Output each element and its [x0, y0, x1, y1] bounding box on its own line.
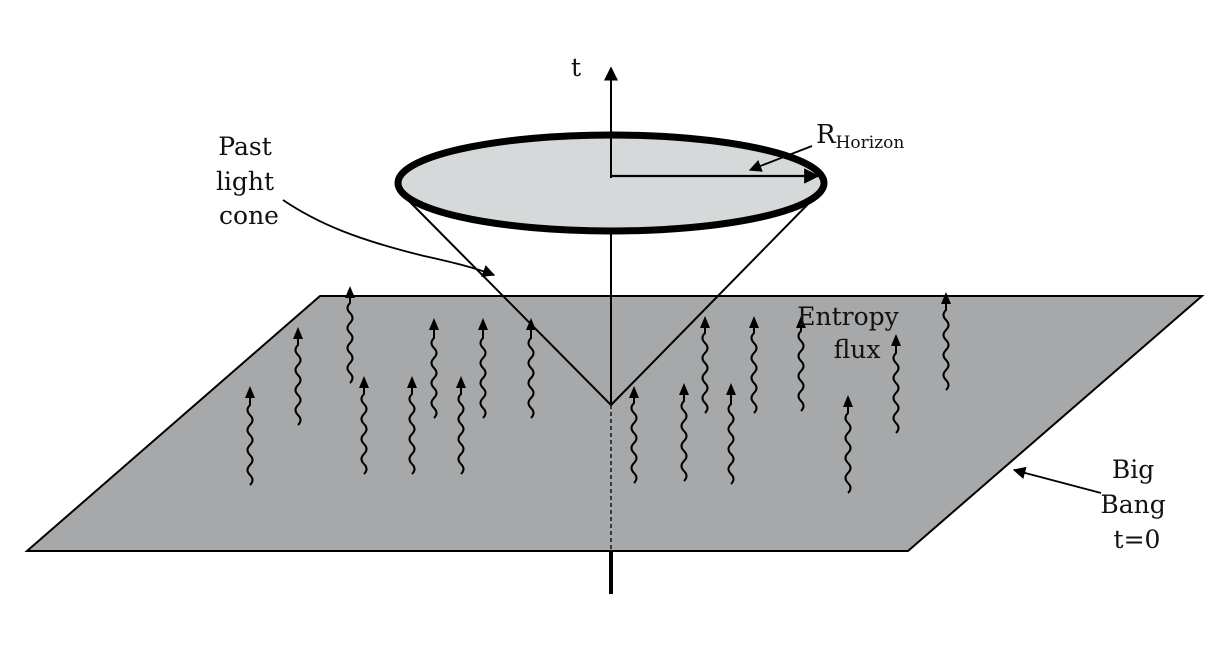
entropy-flux-arrowhead-16 [843, 395, 853, 407]
entropy-flux-arrowhead-13 [700, 316, 710, 328]
big-bang-pointer [1012, 466, 1102, 494]
entropy-flux-arrow-17 [892, 346, 900, 434]
entropy-flux-arrow-6 [457, 388, 465, 475]
entropy-flux-arrow-12 [727, 395, 735, 485]
entropy-flux-arrow-3 [246, 398, 254, 486]
time-axis-label: t [571, 53, 581, 82]
entropy-flux-arrowhead-4 [359, 376, 369, 388]
big-bang-label: Big Bang t=0 [1100, 455, 1173, 554]
entropy-flux-arrow-7 [430, 330, 438, 419]
entropy-flux-arrow-4 [360, 388, 368, 475]
entropy-flux-arrowhead-12 [726, 383, 736, 395]
entropy-flux-arrowhead-7 [429, 318, 439, 330]
entropy-flux-label: Entropy flux [797, 302, 906, 364]
entropy-flux-arrow-9 [527, 330, 535, 419]
entropy-flux-arrows [245, 286, 951, 494]
entropy-flux-arrow-1 [346, 298, 354, 384]
entropy-flux-arrowhead-10 [629, 386, 639, 398]
entropy-flux-arrowhead-11 [679, 383, 689, 395]
entropy-flux-arrowhead-5 [407, 376, 417, 388]
entropy-flux-arrowhead-6 [456, 376, 466, 388]
entropy-flux-arrow-14 [750, 328, 758, 414]
horizon-radius-label: RHorizon [816, 120, 904, 153]
entropy-flux-arrow-10 [630, 398, 638, 484]
entropy-flux-arrow-2 [294, 339, 302, 426]
entropy-flux-arrowhead-1 [345, 286, 355, 298]
light-cone-right-edge [610, 199, 813, 406]
entropy-flux-arrow-11 [680, 395, 688, 482]
entropy-flux-arrow-15 [797, 328, 805, 412]
entropy-flux-arrowhead-14 [749, 316, 759, 328]
horizon-label-pointer [748, 145, 813, 172]
entropy-flux-arrow-5 [408, 388, 416, 475]
entropy-flux-arrow-18 [942, 304, 950, 391]
big-bang-plane [24, 295, 1205, 552]
past-light-cone-pointer [282, 199, 496, 277]
past-light-cone-label: Past light cone [216, 132, 282, 230]
entropy-flux-arrowhead-2 [293, 327, 303, 339]
entropy-flux-arrow-8 [479, 330, 487, 419]
entropy-flux-arrowhead-18 [941, 292, 951, 304]
entropy-flux-arrowhead-3 [245, 386, 255, 398]
entropy-flux-arrowhead-17 [891, 334, 901, 346]
entropy-flux-arrowhead-8 [478, 318, 488, 330]
entropy-flux-arrow-16 [844, 407, 852, 494]
light-cone-left-edge [407, 199, 612, 406]
entropy-flux-arrowhead-15 [796, 316, 806, 328]
entropy-flux-arrow-13 [701, 328, 709, 414]
